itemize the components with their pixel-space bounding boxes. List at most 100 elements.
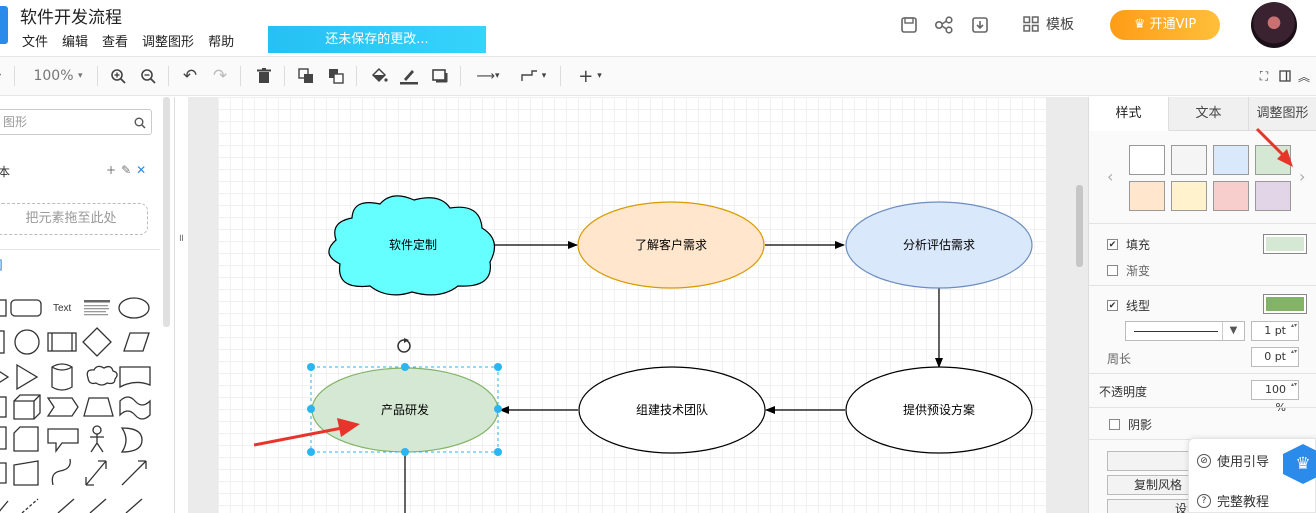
style-swatch[interactable] [1213, 181, 1249, 211]
fill-color-picker[interactable] [1263, 234, 1307, 254]
perimeter-input[interactable]: 0 pt [1251, 347, 1299, 367]
node-cloud[interactable]: 软件定制 [328, 195, 496, 296]
menu-file[interactable]: 文件 [22, 35, 49, 50]
toolbar-divider [284, 66, 285, 86]
line-width-input[interactable]: 1 pt [1251, 321, 1299, 341]
fill-row[interactable]: ✔ 填充 [1107, 236, 1150, 253]
shape-manual-input [13, 460, 39, 486]
menu-arrange[interactable]: 调整图形 [142, 35, 195, 50]
chevron-left-icon[interactable]: ‹ [1107, 167, 1114, 186]
shadow-row[interactable]: 阴影 [1109, 416, 1152, 433]
format-panel-toggle-icon[interactable] [1277, 65, 1293, 87]
node-shape [845, 201, 1033, 289]
toolbar-divider [356, 66, 357, 86]
node-shape [578, 366, 766, 454]
fullscreen-icon[interactable]: ⛶ [1259, 68, 1269, 83]
tab-text[interactable]: 文本 [1169, 97, 1249, 131]
shadow-checkbox[interactable] [1109, 419, 1120, 430]
drop-zone[interactable]: 把元素拖至此处 [0, 203, 148, 235]
line-style-select[interactable]: ▼ [1125, 321, 1245, 341]
unsaved-changes-banner[interactable]: 还未保存的更改... [268, 26, 486, 53]
gradient-checkbox[interactable] [1107, 265, 1118, 276]
node-ellipse-selected[interactable]: 产品研发 [307, 338, 502, 456]
save-icon[interactable] [898, 14, 920, 36]
menu-view[interactable]: 查看 [102, 35, 129, 50]
shape-circle [14, 329, 40, 355]
search-input[interactable]: 图形 [0, 109, 152, 135]
style-swatch[interactable] [1129, 145, 1165, 175]
format-dropdown-icon[interactable]: ▾ [0, 65, 1, 87]
style-swatch[interactable] [1255, 181, 1291, 211]
node-ellipse[interactable]: 分析评估需求 [845, 201, 1033, 289]
menu-edit[interactable]: 编辑 [62, 35, 89, 50]
shape-actor [92, 425, 102, 435]
document-title[interactable]: 软件开发流程 [20, 8, 122, 28]
node-shape [328, 195, 496, 296]
share-icon[interactable] [933, 14, 955, 36]
undo-icon[interactable]: ↶ [182, 66, 198, 86]
style-swatch[interactable] [1129, 181, 1165, 211]
shape-rounded-rectangle [10, 299, 42, 317]
shadow-icon[interactable] [429, 65, 451, 87]
waypoints-dropdown[interactable]: ▾ [515, 65, 551, 87]
connection-style-dropdown[interactable]: ⟶ ▾ [476, 68, 500, 84]
line-color-picker[interactable] [1263, 294, 1307, 314]
guide-link[interactable]: ⊘ 使用引导 [1197, 451, 1269, 470]
divider [1089, 373, 1316, 374]
style-swatch[interactable] [1171, 145, 1207, 175]
tab-style[interactable]: 样式 [1089, 97, 1169, 131]
template-button[interactable]: 模板 [1022, 14, 1074, 34]
node-shape [845, 366, 1033, 454]
diagram-canvas[interactable]: 软件定制 了解客户需求 分析评估需求 提供预设方案 组建技术团队 产品研发 [188, 97, 1088, 513]
crown-icon: ♛ [1133, 17, 1150, 32]
opacity-input[interactable]: 100 % [1251, 380, 1299, 414]
add-icon[interactable]: + [106, 163, 117, 177]
shape-data-storage [0, 462, 7, 484]
gradient-row[interactable]: 渐变 [1107, 262, 1150, 279]
general-section-header[interactable]: ] [0, 258, 3, 272]
zoom-out-icon[interactable] [138, 65, 158, 87]
node-ellipse[interactable]: 提供预设方案 [845, 366, 1033, 454]
panel-splitter[interactable]: ॥ [178, 233, 184, 244]
download-icon[interactable] [969, 14, 991, 36]
diagram-page[interactable]: 软件定制 了解客户需求 分析评估需求 提供预设方案 组建技术团队 产品研发 [218, 97, 1046, 513]
library-scrollbar[interactable] [163, 97, 170, 327]
line-checkbox[interactable]: ✔ [1107, 300, 1118, 311]
close-icon[interactable]: ✕ [136, 163, 147, 177]
node-ellipse[interactable]: 组建技术团队 [578, 366, 766, 454]
node-shape [577, 201, 765, 289]
to-back-icon[interactable] [326, 65, 346, 87]
delete-icon[interactable] [254, 65, 274, 87]
node-ellipse[interactable]: 了解客户需求 [577, 201, 765, 289]
insert-dropdown[interactable]: +▾ [578, 65, 602, 87]
avatar[interactable] [1251, 2, 1297, 48]
line-color-icon[interactable] [398, 65, 420, 87]
collapse-toolbar-icon[interactable]: ︽ [1297, 69, 1310, 84]
zoom-dropdown[interactable]: 100% ▾ [33, 68, 83, 84]
guide-label: 使用引导 [1217, 455, 1270, 470]
shape-process [47, 332, 77, 352]
tab-arrange[interactable]: 调整图形 [1249, 97, 1316, 131]
chevron-right-icon[interactable]: › [1299, 167, 1306, 186]
line-row[interactable]: ✔ 线型 [1107, 297, 1150, 314]
fill-checkbox[interactable]: ✔ [1107, 239, 1118, 250]
shape-diamond [82, 327, 112, 357]
to-front-icon[interactable] [296, 65, 316, 87]
edit-icon[interactable]: ✎ [121, 163, 132, 177]
vip-button[interactable]: ♛ 开通VIP [1110, 10, 1220, 40]
divider [1089, 407, 1316, 408]
scratchpad-title[interactable]: 本 [0, 165, 11, 179]
toolbar-divider [460, 66, 461, 86]
copy-style-button[interactable]: 复制风格 [1107, 475, 1209, 495]
redo-icon[interactable]: ↷ [212, 66, 228, 86]
style-swatch[interactable] [1213, 145, 1249, 175]
zoom-in-icon[interactable] [108, 65, 128, 87]
fill-color-icon[interactable] [368, 65, 390, 87]
canvas-scrollbar[interactable] [1076, 185, 1083, 267]
menu-help[interactable]: 帮助 [208, 35, 235, 50]
search-icon[interactable] [134, 113, 146, 137]
tutorial-link[interactable]: ? 完整教程 [1197, 491, 1269, 510]
perimeter-label: 周长 [1107, 352, 1132, 366]
style-swatch[interactable] [1171, 181, 1207, 211]
app-logo[interactable] [0, 6, 8, 44]
